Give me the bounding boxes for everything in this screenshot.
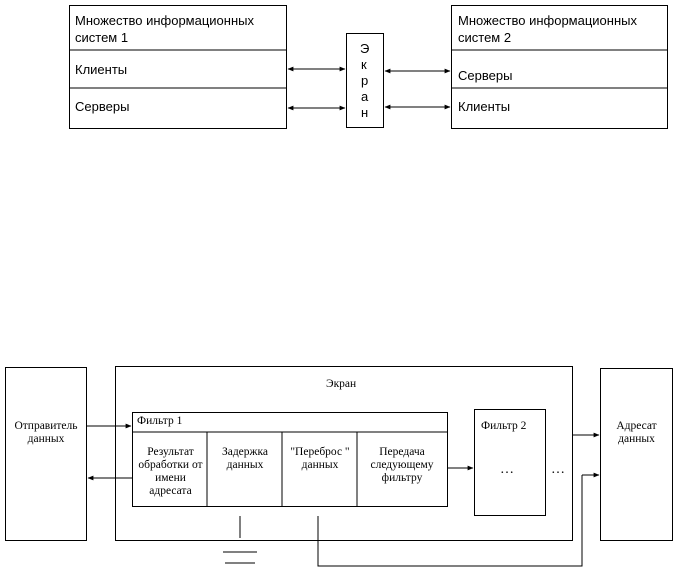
left-clients-label: Клиенты bbox=[75, 62, 128, 77]
sender-box bbox=[5, 367, 87, 541]
right-clients-label: Клиенты bbox=[458, 99, 511, 114]
filter1-label: Фильтр 1 bbox=[137, 415, 183, 427]
sender-label: Отправитель данных bbox=[14, 420, 78, 445]
screen-letter: н bbox=[361, 105, 369, 120]
screen-title: Экран bbox=[326, 378, 357, 390]
left-system-box bbox=[69, 5, 287, 129]
forward-line bbox=[317, 475, 583, 567]
screen-letter: Э bbox=[360, 41, 370, 56]
filter-cell: "Переброс " данных bbox=[290, 446, 350, 471]
screen-letter: а bbox=[361, 89, 369, 104]
screen-box bbox=[346, 33, 384, 128]
between-dots: … bbox=[551, 462, 565, 477]
filter2-label: Фильтр 2 bbox=[481, 420, 527, 432]
filter-cell: Задержка данных bbox=[221, 446, 269, 471]
screen-letter: к bbox=[361, 57, 367, 72]
filter2-box bbox=[474, 409, 546, 516]
filter2-dots: … bbox=[500, 462, 514, 477]
right-servers-label: Серверы bbox=[458, 68, 513, 83]
right-system-box bbox=[451, 5, 668, 129]
receiver-box bbox=[600, 368, 673, 541]
filter-cell: Передача следующему фильтру bbox=[370, 446, 434, 484]
left-servers-label: Серверы bbox=[75, 99, 130, 114]
right-system-title: Множество информационных систем 2 bbox=[458, 13, 637, 45]
left-system-title: Множество информационных систем 1 bbox=[75, 13, 254, 45]
receiver-label: Адресат данных bbox=[616, 420, 657, 445]
filter-cell: Результат обработки от имени адресата bbox=[138, 446, 203, 497]
filter1-box bbox=[132, 412, 448, 507]
screen-letter: р bbox=[361, 73, 369, 88]
